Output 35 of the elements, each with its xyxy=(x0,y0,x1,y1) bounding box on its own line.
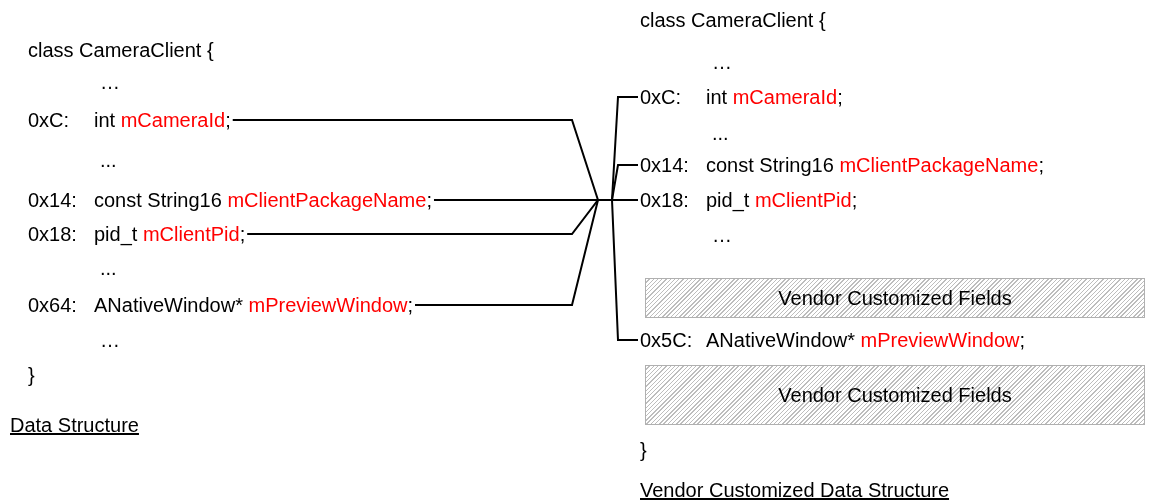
offset-label: 0x18: xyxy=(28,222,78,246)
hatched-field-box: Vendor Customized Fields xyxy=(645,365,1145,425)
field-declaration: const String16 mClientPackageName; xyxy=(94,189,432,211)
offset-label: 0x5C: xyxy=(640,328,694,352)
ellipsis-text: … xyxy=(712,50,732,74)
section-caption: Data Structure xyxy=(10,413,139,437)
field-declaration: ANativeWindow* mPreviewWindow; xyxy=(94,294,413,316)
field-declaration: pid_t mClientPid; xyxy=(706,189,858,211)
field-declaration: const String16 mClientPackageName; xyxy=(706,154,1044,176)
section-caption: Vendor Customized Data Structure xyxy=(640,478,950,502)
connector-line xyxy=(246,199,639,235)
connector-line xyxy=(414,199,639,341)
field-declaration: pid_t mClientPid; xyxy=(94,223,246,245)
ellipsis-text: ... xyxy=(100,256,117,280)
code-text: class CameraClient { xyxy=(28,38,214,62)
ellipsis-text: … xyxy=(100,70,120,94)
code-text: class CameraClient { xyxy=(640,8,826,32)
field-declaration: int mCameraId; xyxy=(706,86,843,108)
ellipsis-text: ... xyxy=(100,148,117,172)
offset-label: 0x64: xyxy=(28,293,78,317)
offset-label: 0x18: xyxy=(640,188,690,212)
connector-line xyxy=(231,96,639,201)
ellipsis-text: … xyxy=(100,328,120,352)
hatched-field-box: Vendor Customized Fields xyxy=(645,278,1145,318)
code-text: } xyxy=(640,438,647,462)
offset-label: 0xC: xyxy=(640,85,683,109)
ellipsis-text: … xyxy=(712,223,732,247)
offset-label: 0x14: xyxy=(640,153,690,177)
offset-label: 0xC: xyxy=(28,108,71,132)
connector-line xyxy=(432,164,639,201)
field-declaration: ANativeWindow* mPreviewWindow; xyxy=(706,329,1025,351)
field-declaration: int mCameraId; xyxy=(94,109,231,131)
offset-label: 0x14: xyxy=(28,188,78,212)
code-text: } xyxy=(28,363,35,387)
ellipsis-text: ... xyxy=(712,121,729,145)
